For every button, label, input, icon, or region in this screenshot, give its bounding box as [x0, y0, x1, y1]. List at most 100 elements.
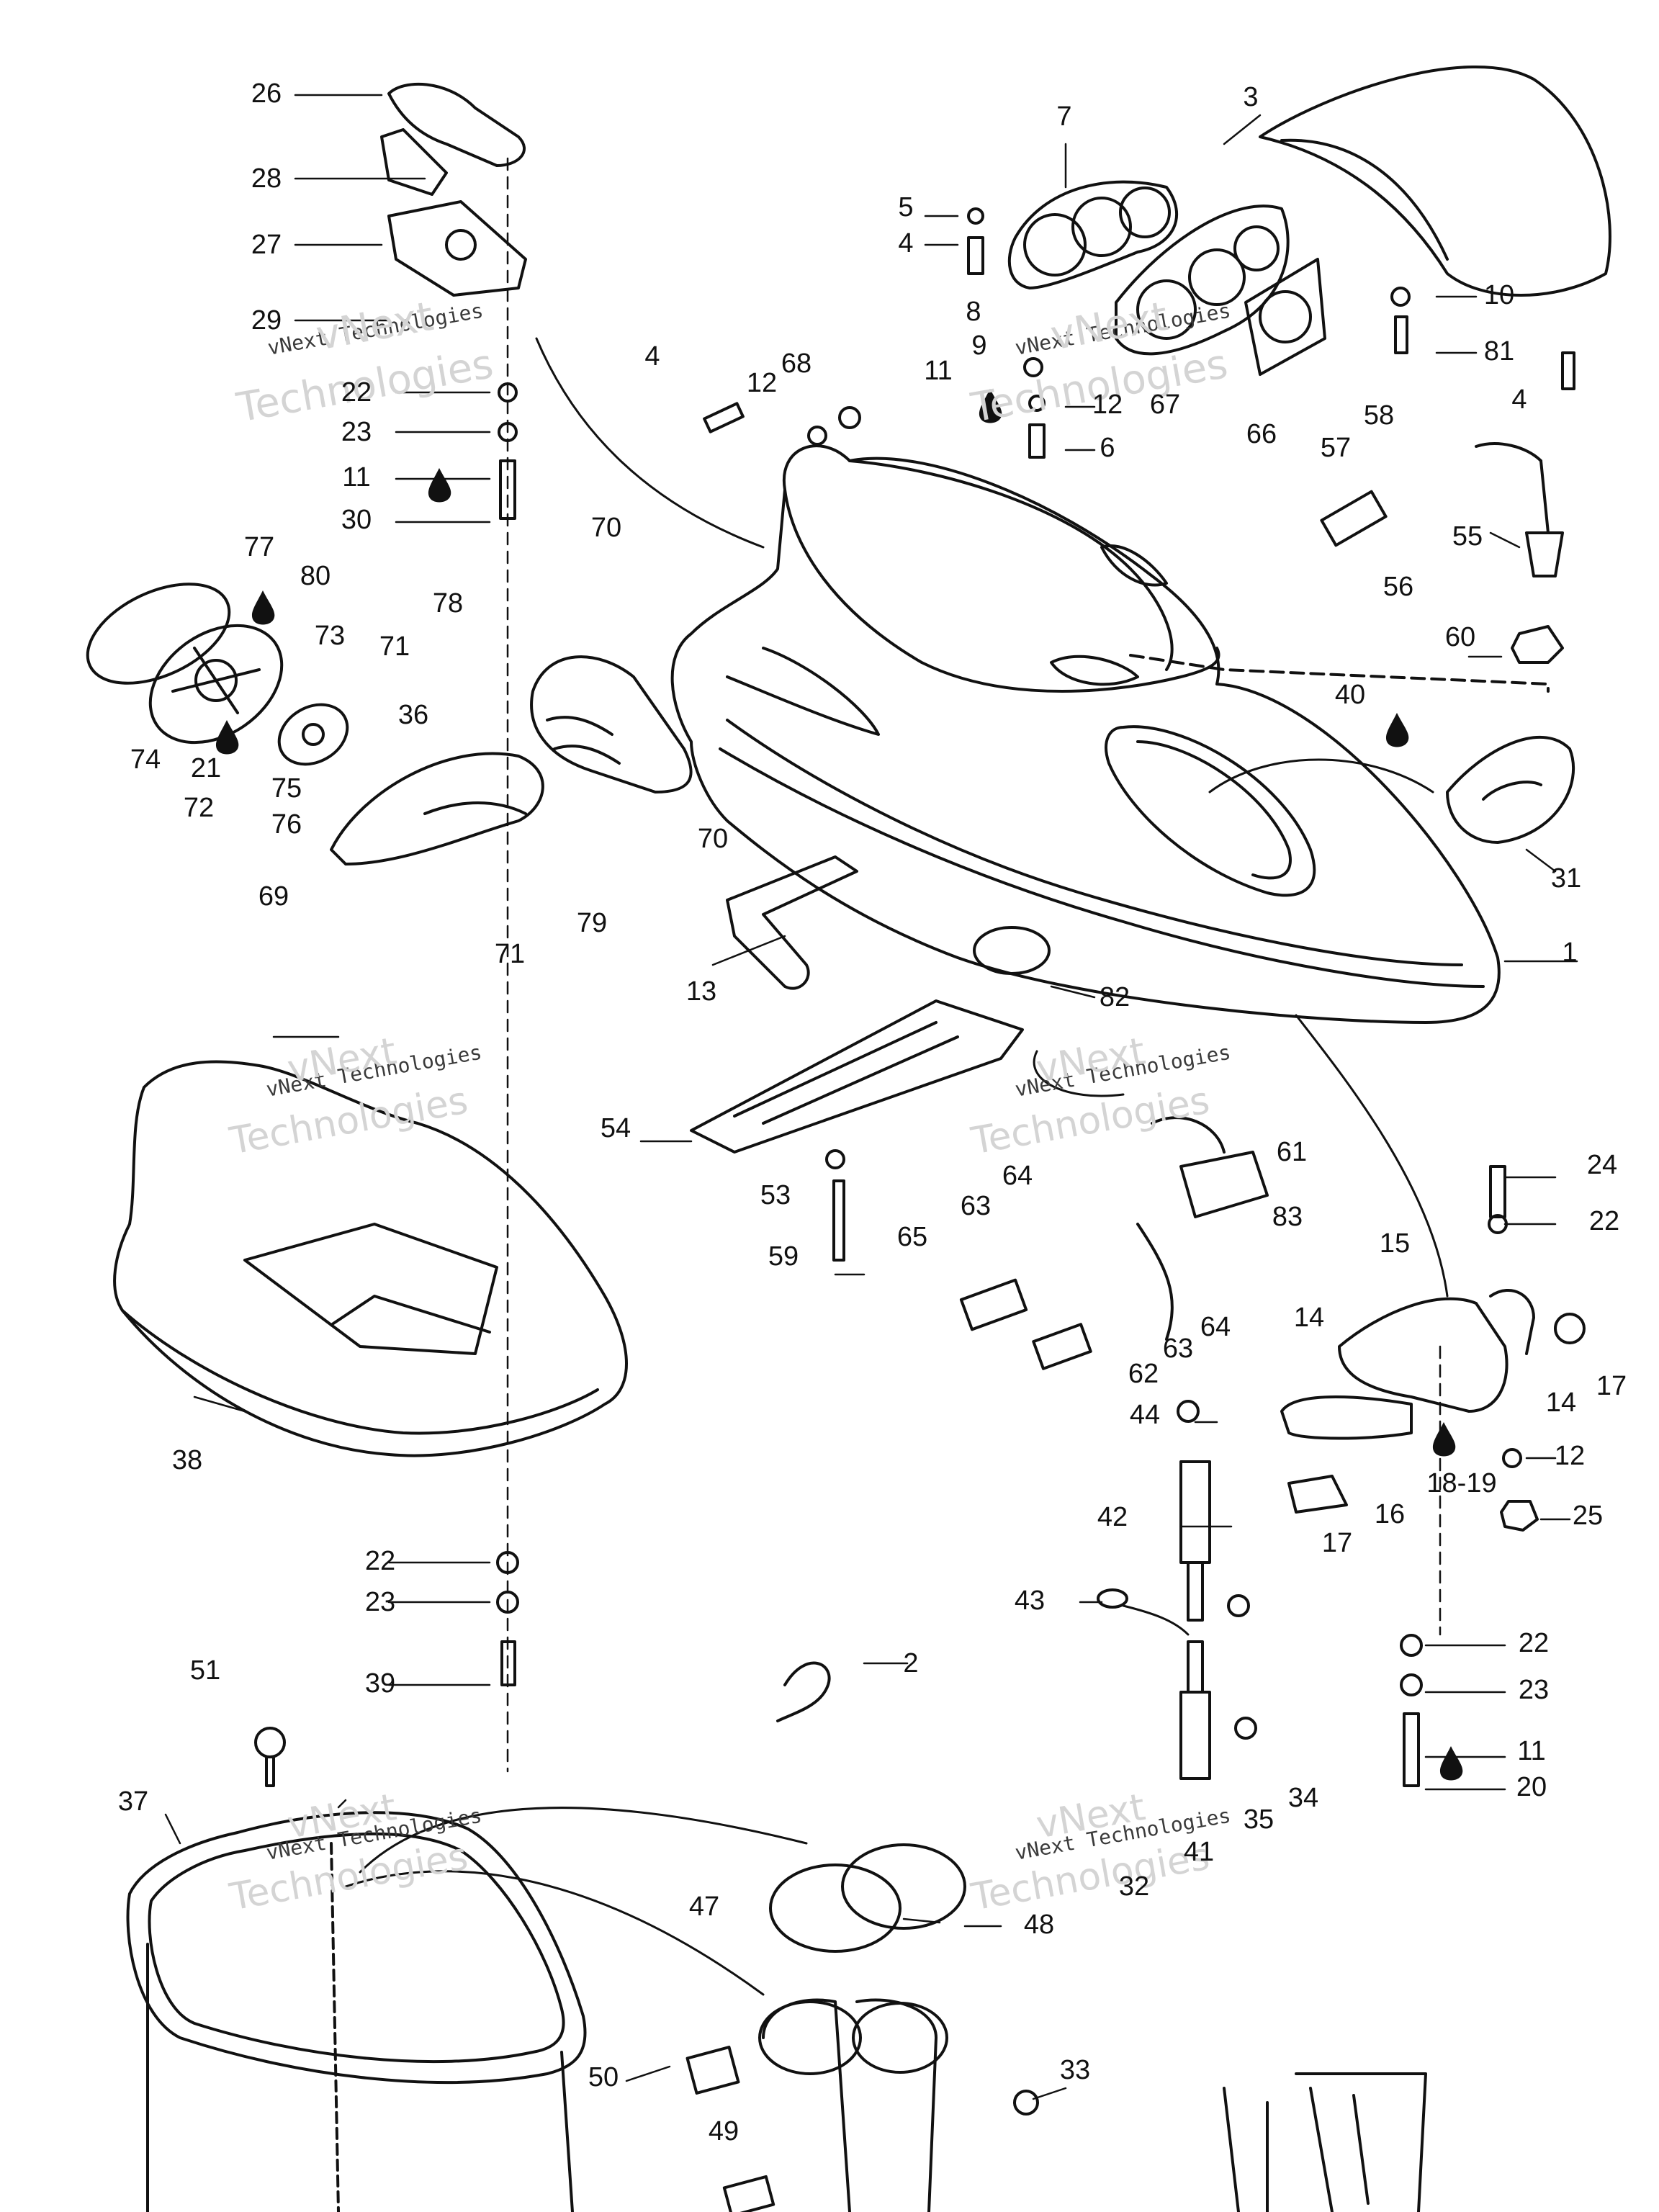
- callout-44: 44: [1129, 1400, 1161, 1430]
- arm-part-14: [1280, 1395, 1413, 1440]
- callout-40: 40: [1334, 680, 1366, 710]
- callout-43: 43: [1014, 1586, 1046, 1616]
- callout-34: 34: [1287, 1783, 1319, 1813]
- callout-68: 68: [781, 349, 812, 379]
- callout-39: 39: [364, 1668, 396, 1699]
- callout-80: 80: [300, 561, 331, 591]
- callout-42: 42: [1097, 1502, 1128, 1532]
- callout-75: 75: [271, 773, 302, 804]
- callout-63: 63: [960, 1191, 992, 1221]
- callout-36: 36: [397, 700, 429, 730]
- callout-12: 12: [1092, 390, 1123, 420]
- callout-73: 73: [314, 621, 346, 651]
- connector-part-56: [1320, 490, 1388, 547]
- callout-72: 72: [183, 793, 215, 823]
- callout-63: 63: [1162, 1334, 1194, 1364]
- storage-tubs: [758, 1998, 948, 2212]
- callout-83: 83: [1272, 1202, 1303, 1232]
- callout-64: 64: [1002, 1161, 1033, 1191]
- callout-65: 65: [896, 1222, 928, 1252]
- callout-71: 71: [494, 939, 526, 969]
- callout-23: 23: [341, 417, 372, 447]
- body-cover-part-1: [670, 444, 1550, 1024]
- callout-47: 47: [688, 1892, 720, 1922]
- callout-27: 27: [251, 230, 282, 260]
- callout-15: 15: [1379, 1228, 1411, 1259]
- callout-79: 79: [576, 908, 608, 938]
- callout-35: 35: [1243, 1804, 1274, 1835]
- callout-2: 2: [903, 1648, 919, 1678]
- callout-38: 38: [171, 1445, 203, 1475]
- callout-3: 3: [1243, 82, 1259, 112]
- hardware: [254, 207, 1586, 2212]
- handle-part-13: [726, 855, 858, 990]
- bracket-part-72: [277, 703, 349, 766]
- callout-37: 37: [117, 1786, 149, 1817]
- callout-17: 17: [1596, 1371, 1627, 1401]
- leader-lines: [164, 94, 1578, 2100]
- callout-59: 59: [768, 1241, 799, 1272]
- callout-32: 32: [1118, 1871, 1150, 1902]
- callout-4: 4: [1511, 385, 1527, 415]
- shock-absorber-part-41: [1179, 1640, 1211, 1780]
- callout-1: 1: [1562, 938, 1578, 968]
- steering-support-part-15: [1338, 1288, 1535, 1413]
- adaptor-plate-part-66: [1244, 258, 1326, 376]
- callout-61: 61: [1276, 1137, 1308, 1167]
- callout-70: 70: [697, 824, 729, 854]
- callout-30: 30: [341, 505, 372, 535]
- callout-4: 4: [644, 341, 660, 372]
- callout-13: 13: [685, 976, 717, 1007]
- callout-18-19: 18-19: [1426, 1468, 1497, 1498]
- callout-82: 82: [1099, 982, 1130, 1012]
- tool-kit: [1223, 2072, 1427, 2212]
- callout-11: 11: [1517, 1736, 1546, 1766]
- callout-10: 10: [1483, 280, 1515, 310]
- fuel-cap-part-31: [1446, 735, 1575, 844]
- callout-33: 33: [1059, 2055, 1091, 2085]
- callout-64: 64: [1200, 1312, 1231, 1342]
- callout-67: 67: [1149, 390, 1181, 420]
- electrical-module-part-61: [1136, 1116, 1269, 1341]
- sensor-part-55: [1475, 442, 1564, 577]
- callout-56: 56: [1382, 572, 1414, 602]
- callout-55: 55: [1452, 521, 1483, 552]
- callout-25: 25: [1572, 1501, 1604, 1531]
- callout-76: 76: [271, 809, 302, 840]
- callout-6: 6: [1100, 433, 1115, 463]
- callout-71: 71: [379, 631, 410, 662]
- callout-77: 77: [243, 532, 275, 562]
- callout-69: 69: [258, 881, 289, 912]
- callout-23: 23: [364, 1587, 396, 1617]
- gauge-bezel-part-7: [1007, 180, 1179, 289]
- callout-22: 22: [1518, 1628, 1550, 1658]
- latch-part-26: [380, 82, 526, 196]
- callout-28: 28: [251, 163, 282, 194]
- callout-17: 17: [1321, 1528, 1353, 1558]
- callout-78: 78: [432, 588, 464, 619]
- callout-22: 22: [341, 377, 372, 408]
- callout-4: 4: [898, 228, 914, 258]
- callout-26: 26: [251, 78, 282, 109]
- callout-21: 21: [190, 753, 222, 783]
- callout-16: 16: [1374, 1499, 1406, 1529]
- callout-58: 58: [1363, 400, 1395, 431]
- callout-60: 60: [1444, 622, 1476, 652]
- callout-81: 81: [1483, 336, 1515, 367]
- callout-22: 22: [1588, 1206, 1620, 1236]
- connector-part-62: [1032, 1323, 1092, 1370]
- nut-part-60: [1511, 625, 1564, 664]
- connector-part-65: [959, 1278, 1028, 1331]
- callout-66: 66: [1246, 419, 1277, 449]
- callout-14: 14: [1545, 1388, 1577, 1418]
- callout-5: 5: [898, 192, 914, 222]
- callout-57: 57: [1320, 433, 1352, 463]
- callout-11: 11: [342, 462, 371, 493]
- shock-absorber-part-42: [1179, 1460, 1211, 1622]
- gauge-cluster-part-67: [1115, 204, 1290, 356]
- callout-70: 70: [590, 513, 622, 543]
- callout-23: 23: [1518, 1675, 1550, 1705]
- callout-22: 22: [364, 1546, 396, 1576]
